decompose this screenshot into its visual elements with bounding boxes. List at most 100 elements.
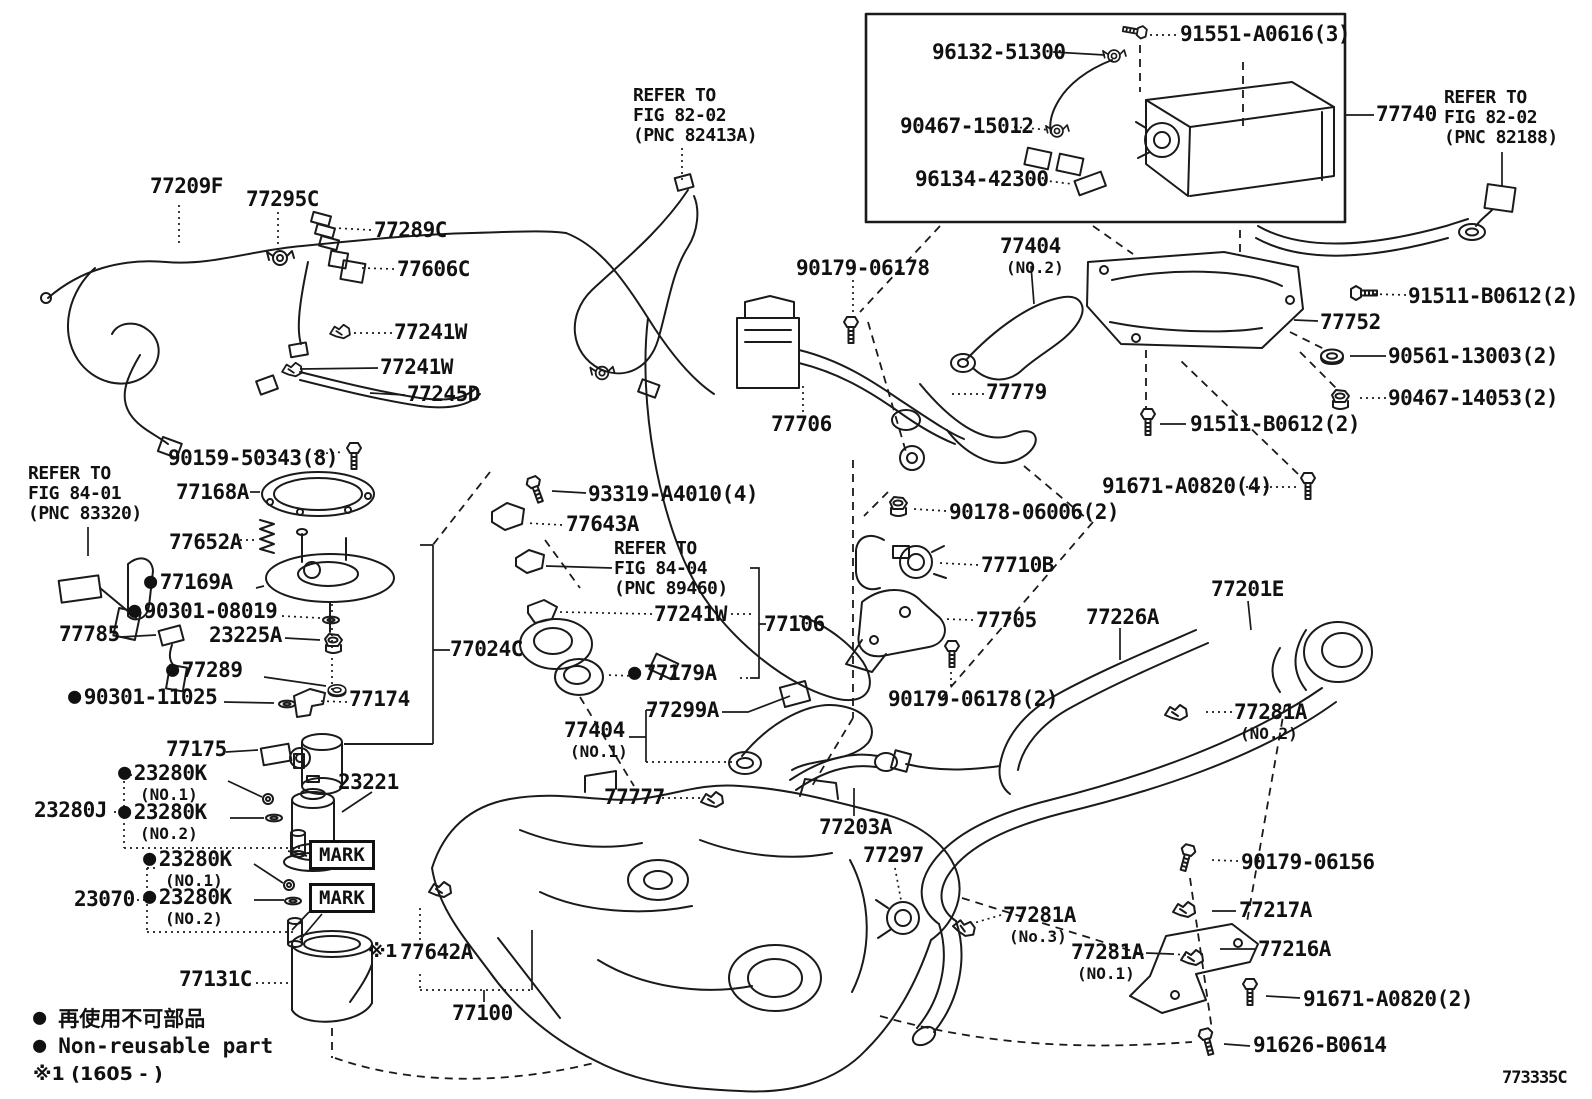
refer-note-line: (PNC 83320) [28,503,142,524]
refer-note-line: (PNC 89460) [614,578,728,599]
part-label-96134-42300: 96134-42300 [915,167,1049,191]
part-number: 90179-06156 [1241,850,1375,874]
part-label-90301-11025: ●90301-11025 [68,685,218,709]
part-number: 91551-A0616(3) [1180,22,1351,46]
part-label-77217a: 77217A [1239,900,1312,921]
part-number: 77299A [646,698,719,722]
part-number: 91511-B0612(2) [1408,284,1579,308]
part-label-row: 90179-06156 [1241,850,1375,874]
part-number: 90301-08019 [143,599,278,623]
part-number: 77106 [764,612,825,636]
part-number: 90179-06178(2) [888,687,1059,711]
part-label-77024c: 77024C [450,639,523,660]
part-label-23070: 23070 [74,887,135,911]
part-label-row: ●23280K [143,886,232,908]
part-number: 23280K [133,761,207,785]
part-label-row: 77209F [150,176,223,197]
part-label-row: 91671-A0820(4) [1102,476,1273,497]
part-label-90179-06156: 90179-06156 [1241,850,1375,874]
part-label-row: 77241W [654,602,727,626]
part-number: 77404 [564,718,625,742]
part-label-row: 77106 [764,612,825,636]
part-number: 96134-42300 [915,167,1049,191]
part-number: 77174 [349,687,410,711]
part-label-77174: 77174 [349,687,410,711]
part-label-row: 77710B [981,555,1054,576]
legend-item: ●再使用不可部品 [33,1004,273,1032]
part-label-77168a: 77168A [176,482,249,503]
part-number-suffix: (NO.1) [140,785,198,804]
part-number-suffix: (No.3) [1009,927,1067,946]
part-label-row: ●23280K [143,846,232,871]
part-number-suffix: (NO.2) [140,824,198,843]
refer-note-line: REFER TO [633,85,716,106]
refer-note-line: (PNC 82413A) [633,125,758,146]
part-label-row: 77245D [407,384,480,405]
mark-box: MARK [309,840,375,870]
part-number: 23070 [74,887,135,911]
part-label-row: 77297 [863,845,924,866]
part-label-23280k-3: ●23280K(NO.1) [143,846,232,891]
part-label-row: ●77179A [628,662,717,684]
part-label-row: 90179-06178 [796,258,930,279]
part-label-row: 23070 [74,887,135,911]
part-label-77706: 77706 [771,414,832,435]
part-label-77216a: 77216A [1258,939,1331,960]
part-label-row: 90467-15012 [900,116,1034,137]
part-label-91551-a0616-3: 91551-A0616(3) [1180,22,1351,46]
part-number-suffix: (NO.1) [570,742,628,761]
part-label-row: 77404 [564,718,628,742]
part-number: 77281A [1003,903,1076,927]
part-number: 91626-B0614 [1253,1033,1387,1057]
part-label-23221: 23221 [338,772,399,793]
legend-text: 再使用不可部品 [58,1007,206,1031]
part-number: 77241W [394,320,467,344]
part-label-row: 77201E [1211,577,1284,601]
part-label-row: 77100 [452,1001,513,1025]
part-label-row: 90159-50343(8) [168,446,339,470]
part-label-77179a: ●77179A [628,662,717,684]
part-number: 77201E [1211,577,1284,601]
part-label-77710b: 77710B [981,555,1054,576]
non-reusable-bullet-icon: ● [143,846,156,871]
part-number: 23225A [209,623,282,647]
part-number: 77241W [654,602,727,626]
refer-note-line: FIG 82-02 [633,105,727,126]
part-label-77281a-no2: 77281A(NO.2) [1234,702,1307,744]
part-label-23280k-2: ●23280K(NO.2) [118,800,207,844]
part-number-suffix: (NO.2) [1006,258,1064,277]
part-number: 90159-50343(8) [168,446,339,470]
part-label-row: 77404 [1000,236,1064,257]
part-number: 23280K [133,800,207,824]
part-label-77203a: 77203A [819,817,892,838]
part-label-77606c: 77606C [397,259,470,280]
part-number: 90301-11025 [83,685,218,709]
part-label-row: 23221 [338,772,399,793]
part-number: 77785 [59,622,120,646]
non-reusable-bullet-icon: ● [33,1033,47,1058]
part-number: 77100 [452,1001,513,1025]
part-label-row: 77299A [646,698,719,722]
part-number-suffix: (NO.2) [165,909,223,928]
refer-note-line: FIG 82-02 [1444,107,1538,128]
part-label-77201e: 77201E [1211,577,1284,601]
part-number: 91511-B0612(2) [1190,412,1361,436]
legend: ●再使用不可部品●Non-reusable part※1 (1605 - ) [33,1004,273,1086]
part-label-77241w-1: 77241W [394,320,467,344]
part-label-row: 77226A [1086,605,1159,629]
part-number: 77226A [1086,605,1159,629]
part-label-row: 77175 [166,739,227,760]
part-label-row: 77281A [1234,702,1307,723]
part-label-90301-08019: ●90301-08019 [128,599,278,623]
part-number: 77131C [179,967,252,991]
part-label-77241w-3: 77241W [654,602,727,626]
part-label-row: 77706 [771,414,832,435]
part-label-77652a: 77652A [169,532,242,553]
part-number: 77241W [380,355,453,379]
